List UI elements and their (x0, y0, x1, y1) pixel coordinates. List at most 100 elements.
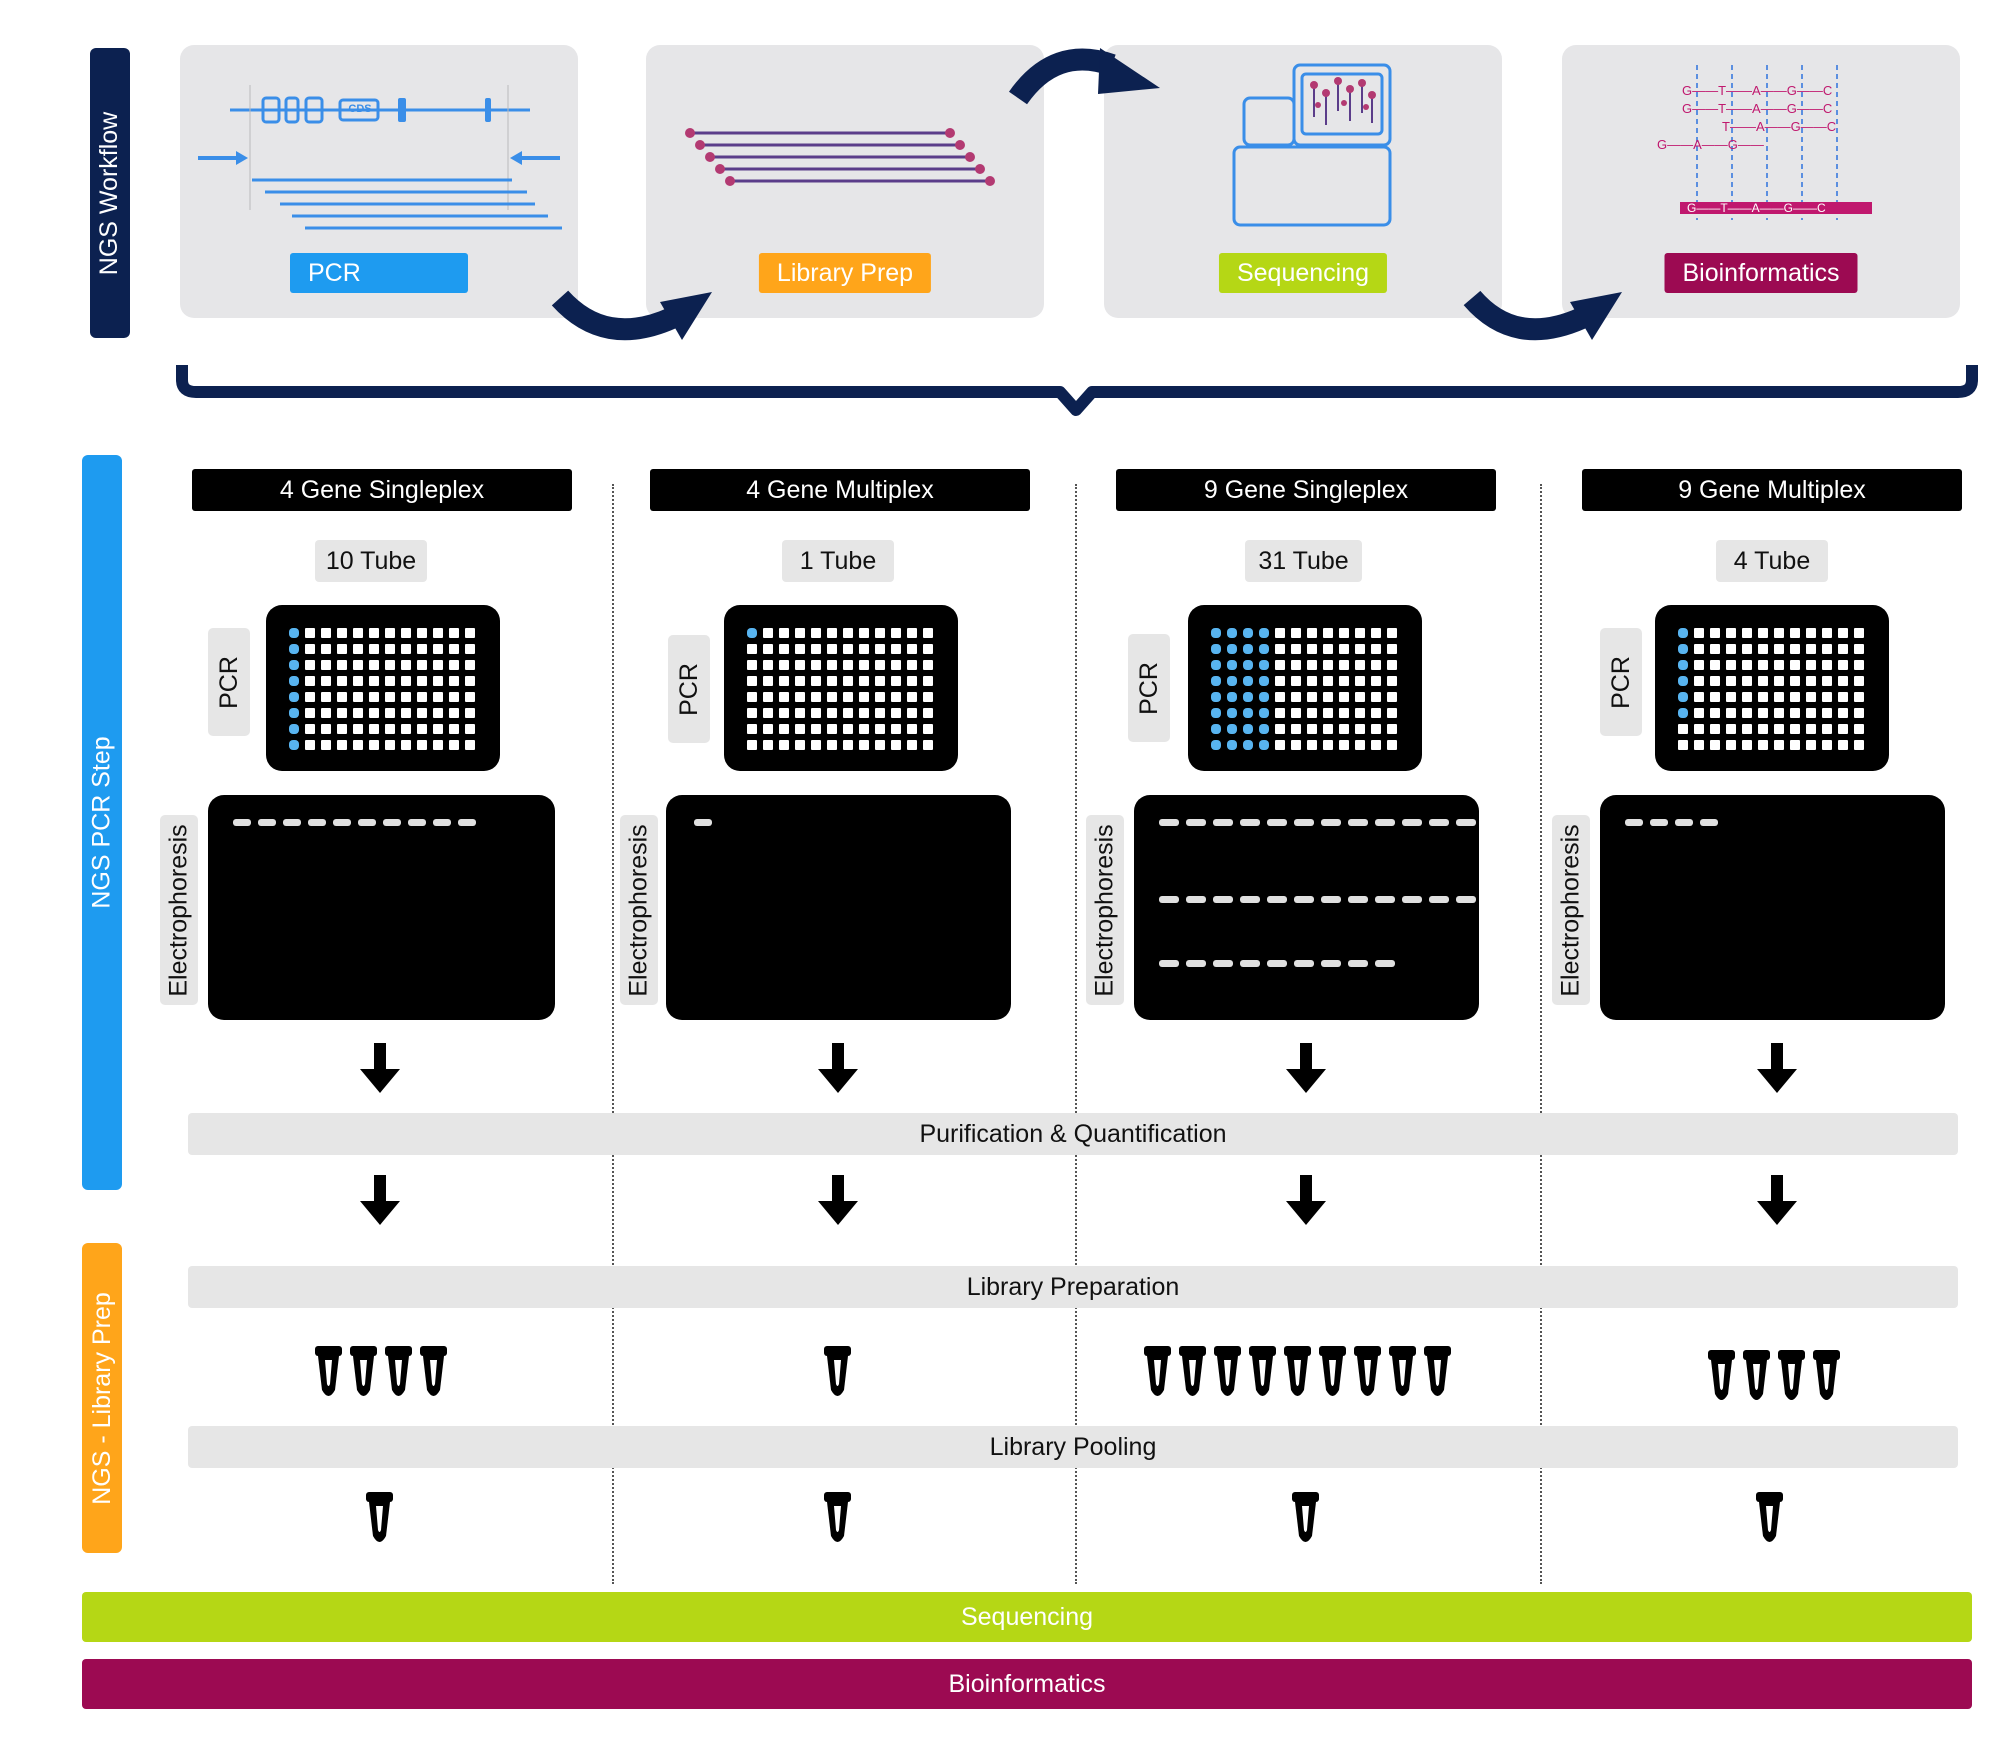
plate-well (859, 660, 869, 670)
plate-well (1694, 708, 1704, 718)
plate-well (321, 708, 331, 718)
plate-wells (289, 628, 475, 750)
plate-well (763, 644, 773, 654)
plate-well (1854, 740, 1864, 750)
plate-well (465, 676, 475, 686)
column-separator (1075, 484, 1077, 1584)
workflow-arrows (176, 48, 1978, 416)
plate-well (289, 676, 299, 686)
ngs-pcr-step-bar: NGS PCR Step (82, 455, 122, 1190)
plate-well (923, 660, 933, 670)
plate-well (907, 740, 917, 750)
plate-well (321, 692, 331, 702)
pcr-plate (1188, 605, 1422, 771)
plate-well (795, 644, 805, 654)
plate-well (1710, 692, 1720, 702)
plate-well (1307, 740, 1317, 750)
alignment-row-2: G——T——A——G——C (1682, 101, 1833, 116)
tube-icon (1214, 1346, 1241, 1396)
plate-well (827, 740, 837, 750)
plate-well (1790, 628, 1800, 638)
plate-well (1726, 628, 1736, 638)
electrophoresis-gel (1600, 795, 1945, 1020)
plate-well (1774, 660, 1784, 670)
plate-well (763, 740, 773, 750)
gel-bands-multi (1159, 819, 1476, 967)
down-arrow-icon (360, 1175, 400, 1225)
plate-well (1371, 740, 1381, 750)
pcr-side-label: PCR (1600, 628, 1642, 736)
plate-well (1371, 644, 1381, 654)
electrophoresis-side-label: Electrophoresis (620, 815, 658, 1005)
plate-well (907, 660, 917, 670)
gel-band (1402, 819, 1422, 826)
plate-well (1774, 676, 1784, 686)
plate-well (385, 708, 395, 718)
plate-well (1710, 628, 1720, 638)
plate-well (353, 692, 363, 702)
plate-well (907, 724, 917, 734)
plate-well (401, 708, 411, 718)
alignment-row-5: G——T——A——G——C (1687, 201, 1826, 215)
plate-well (907, 676, 917, 686)
plate-well (1678, 676, 1688, 686)
plate-well (1323, 628, 1333, 638)
gel-band (1213, 960, 1233, 967)
plate-well (811, 644, 821, 654)
plate-well (1371, 692, 1381, 702)
plate-well (1678, 644, 1688, 654)
plate-well (417, 628, 427, 638)
plate-well (1678, 708, 1688, 718)
plate-well (1790, 692, 1800, 702)
plate-well (321, 660, 331, 670)
gel-band (1402, 896, 1422, 903)
pooled-tubes (1756, 1492, 1783, 1548)
plate-well (1678, 628, 1688, 638)
plate-well (1726, 724, 1736, 734)
electrophoresis-gel (208, 795, 555, 1020)
plate-well (1758, 740, 1768, 750)
plate-well (1275, 708, 1285, 718)
plate-well (369, 724, 379, 734)
plate-well (763, 692, 773, 702)
tube-icon (1249, 1346, 1276, 1396)
plate-well (1758, 644, 1768, 654)
gel-band (1159, 896, 1179, 903)
plate-well (305, 692, 315, 702)
plate-well (875, 724, 885, 734)
plate-well (1355, 644, 1365, 654)
tube-icon (1708, 1350, 1735, 1400)
plate-well (1854, 708, 1864, 718)
library-tubes (1144, 1346, 1451, 1402)
sequencer-icon (1232, 63, 1392, 227)
electrophoresis-side-label: Electrophoresis (160, 815, 198, 1005)
plate-well (795, 692, 805, 702)
plate-well (1726, 676, 1736, 686)
column-separator (1540, 484, 1542, 1584)
plate-well (1243, 644, 1253, 654)
electrophoresis-gel (1134, 795, 1479, 1020)
plate-well (1742, 692, 1752, 702)
plate-well (907, 708, 917, 718)
plate-well (779, 644, 789, 654)
plate-well (1774, 644, 1784, 654)
plate-well (1307, 644, 1317, 654)
gel-band (1375, 819, 1395, 826)
tube-icon (1813, 1350, 1840, 1400)
plate-well (827, 724, 837, 734)
tube-icon (824, 1492, 851, 1542)
gel-band (1456, 819, 1476, 826)
plate-well (1758, 660, 1768, 670)
gel-band (1186, 960, 1206, 967)
pcr-plate (266, 605, 500, 771)
plate-well (1822, 676, 1832, 686)
plate-well (1838, 740, 1848, 750)
plate-well (875, 644, 885, 654)
plate-well (1259, 692, 1269, 702)
alignment-row-3: T——A——G——C (1722, 119, 1837, 134)
plate-well (1243, 724, 1253, 734)
down-arrow-icon (1286, 1175, 1326, 1225)
plate-well (369, 660, 379, 670)
plate-well (1694, 692, 1704, 702)
plate-well (1774, 708, 1784, 718)
